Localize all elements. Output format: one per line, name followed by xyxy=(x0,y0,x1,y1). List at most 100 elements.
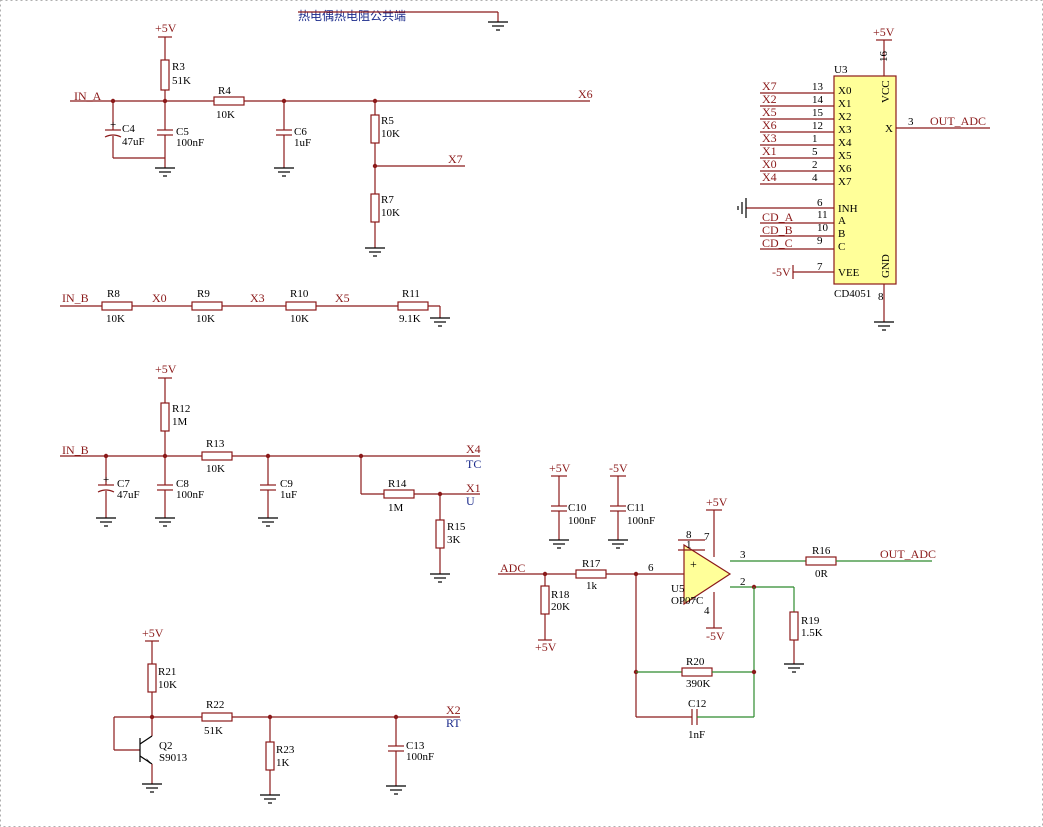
resistor-r15 xyxy=(435,519,445,549)
r9-ref: R9 xyxy=(197,288,210,300)
mux-input-name: X2 xyxy=(838,111,851,123)
mux-ref: U3 xyxy=(834,64,848,76)
mux-control-pin: 11 xyxy=(817,209,828,221)
supply-label: +5V xyxy=(155,21,177,35)
resistor-r14 xyxy=(383,489,415,499)
mux-body xyxy=(833,75,897,285)
ground-symbol xyxy=(365,247,385,257)
net-label-out-adc-2: OUT_ADC xyxy=(880,547,936,561)
r22-ref: R22 xyxy=(206,699,224,711)
net-label-out-adc: OUT_ADC xyxy=(930,114,986,128)
ground-symbol xyxy=(549,539,569,549)
mux-input-net: X3 xyxy=(762,131,777,145)
r9-value: 10K xyxy=(196,313,215,325)
r14-value: 1M xyxy=(388,502,404,514)
c9-value: 1uF xyxy=(280,489,297,501)
r13-value: 10K xyxy=(206,463,225,475)
r5-value: 10K xyxy=(381,128,400,140)
r11-value: 9.1K xyxy=(399,313,421,325)
mux-input-name: X0 xyxy=(838,85,852,97)
mux-input-net: X7 xyxy=(762,79,777,93)
q2-value: S9013 xyxy=(159,752,188,764)
resistor-r9 xyxy=(191,301,223,311)
r5-ref: R5 xyxy=(381,115,394,127)
opamp-section: +5V C10 100nF -5V C11 100nF ADC R17 1k R… xyxy=(498,461,936,741)
c9-ref: C9 xyxy=(280,478,293,490)
net-label-x5: X5 xyxy=(335,291,350,305)
rt-block: +5V R21 10K Q2 S9013 R22 51K R23 1K xyxy=(113,626,461,804)
r15-ref: R15 xyxy=(447,521,466,533)
net-label-x0: X0 xyxy=(152,291,167,305)
resistor-r4 xyxy=(213,96,245,106)
opamp-u5 xyxy=(683,543,732,606)
mux-control-pin: 9 xyxy=(817,235,823,247)
ground-symbol xyxy=(260,794,280,804)
net-label-x1: X1 xyxy=(466,481,481,495)
resistor-r22 xyxy=(201,712,233,722)
supply-label: -5V xyxy=(609,461,628,475)
ground-symbol xyxy=(274,167,294,177)
r23-ref: R23 xyxy=(276,744,295,756)
mux-input-name: X5 xyxy=(838,150,852,162)
resistor-r5 xyxy=(370,114,380,144)
resistor-r3 xyxy=(160,59,170,91)
mux-control-pin: 7 xyxy=(817,261,823,273)
ground-symbol xyxy=(142,783,162,793)
mux-input-name: X4 xyxy=(838,137,852,149)
c12-ref: C12 xyxy=(688,698,706,710)
r12-value: 1M xyxy=(172,416,188,428)
mux-input-pin: 4 xyxy=(812,172,818,184)
mux-control-name: B xyxy=(838,228,845,240)
r23-value: 1K xyxy=(276,757,290,769)
mux-vcc-pin: 16 xyxy=(878,51,890,63)
opamp-pin-8: 8 xyxy=(686,529,692,541)
resistor-r17 xyxy=(575,569,607,579)
net-label-in-a: IN_A xyxy=(74,89,102,103)
mux-input-pin: 13 xyxy=(812,81,824,93)
resistor-r21 xyxy=(147,663,157,693)
ground-symbol xyxy=(784,663,804,673)
r10-value: 10K xyxy=(290,313,309,325)
opamp-pin-3: 3 xyxy=(740,549,746,561)
mux-control-pin: 6 xyxy=(817,197,823,209)
mux-control-name: INH xyxy=(838,203,858,215)
r17-value: 1k xyxy=(586,580,598,592)
mux-control-name: A xyxy=(838,215,846,227)
c10-value: 100nF xyxy=(568,515,596,527)
c5-ref: C5 xyxy=(176,126,189,138)
c8-value: 100nF xyxy=(176,489,204,501)
q2-ref: Q2 xyxy=(159,740,172,752)
opamp-pin-2: 2 xyxy=(740,576,746,588)
resistor-r19 xyxy=(789,611,799,641)
r3-ref: R3 xyxy=(172,61,185,73)
r21-value: 10K xyxy=(158,679,177,691)
common-ground-node: 热电偶热电阻公共端 xyxy=(298,9,508,31)
r4-ref: R4 xyxy=(218,85,231,97)
r16-ref: R16 xyxy=(812,545,831,557)
r20-value: 390K xyxy=(686,678,711,690)
mux-control-pin: 10 xyxy=(817,222,829,234)
ground-symbol xyxy=(430,573,450,583)
r8-ref: R8 xyxy=(107,288,120,300)
in-b-tc-block: IN_B X4 TC +5V R12 1M + C7 47uF C8 100nF… xyxy=(60,362,481,583)
mux-control-name: C xyxy=(838,241,845,253)
c11-ref: C11 xyxy=(627,502,645,514)
c13-ref: C13 xyxy=(406,740,425,752)
mux-input-name: X1 xyxy=(838,98,851,110)
r14-ref: R14 xyxy=(388,478,407,490)
c12-value: 1nF xyxy=(688,729,705,741)
ground-symbol xyxy=(874,321,894,331)
mux-control-net: CD_A xyxy=(762,210,794,224)
mux-input-net: X4 xyxy=(762,170,777,184)
c10-ref: C10 xyxy=(568,502,587,514)
u5-value: OP07C xyxy=(671,595,703,607)
net-label-adc: ADC xyxy=(500,561,525,575)
r21-ref: R21 xyxy=(158,666,176,678)
supply-label: +5V xyxy=(155,362,177,376)
net-label-x2: X2 xyxy=(446,703,461,717)
r11-ref: R11 xyxy=(402,288,420,300)
mux-gnd-label: GND xyxy=(880,254,892,278)
